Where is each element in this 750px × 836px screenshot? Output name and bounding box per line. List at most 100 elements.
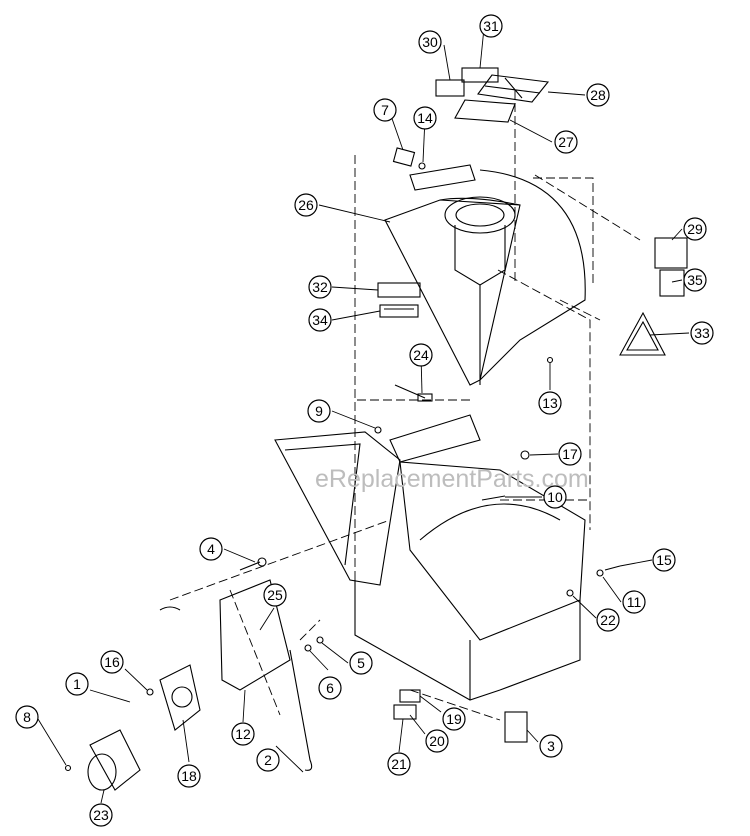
decal-29	[654, 237, 688, 269]
decal-33-warning	[619, 311, 666, 356]
decal-27	[454, 99, 516, 123]
watermark-text: eReplacementParts.com	[315, 465, 589, 493]
part-6-nut	[304, 644, 312, 652]
callout-17-label: 17	[562, 446, 578, 462]
part-24-fitting	[417, 393, 433, 402]
callout-32-label: 32	[312, 279, 328, 295]
callout-28: 28	[586, 83, 610, 107]
callout-27-label: 27	[558, 134, 574, 150]
callout-24: 24	[409, 343, 433, 367]
chute-flange	[444, 196, 516, 234]
part-16-collar	[146, 688, 154, 696]
decal-28-grid	[484, 77, 541, 99]
part-11-washer	[596, 569, 604, 577]
callout-30-label: 30	[422, 34, 438, 50]
callout-18: 18	[177, 764, 201, 788]
base-plate-side	[469, 600, 581, 700]
discharge-chute-housing	[384, 147, 586, 386]
decal-34	[379, 304, 419, 318]
callout-12-label: 12	[235, 726, 251, 742]
callout-35: 35	[683, 268, 707, 292]
housing-curve	[419, 503, 561, 541]
callout-18-label: 18	[181, 768, 197, 784]
chute-top-bracket	[409, 164, 476, 191]
callout-26-label: 26	[298, 197, 314, 213]
callout-25: 25	[263, 583, 287, 607]
callout-13-label: 13	[542, 395, 558, 411]
callout-22: 22	[596, 608, 620, 632]
callout-30: 30	[418, 30, 442, 54]
part-18-bearing	[159, 664, 201, 731]
callout-8: 8	[15, 705, 39, 729]
callout-16: 16	[100, 650, 124, 674]
part-14-nut	[418, 162, 426, 170]
callout-10: 10	[543, 485, 567, 509]
part-7-plate	[392, 147, 416, 167]
decal-group-left	[377, 282, 421, 318]
callout-32: 32	[308, 275, 332, 299]
assembly-guide-lines	[169, 90, 641, 721]
callout-29-label: 29	[687, 221, 703, 237]
callout-33-label: 33	[694, 325, 710, 341]
part-8-screw	[64, 764, 72, 772]
feed-hopper-inner	[284, 443, 361, 566]
part-23-motor	[89, 729, 141, 791]
callout-34-label: 34	[312, 312, 328, 328]
callout-27: 27	[554, 130, 578, 154]
callout-12: 12	[231, 722, 255, 746]
callout-2-label: 2	[264, 752, 272, 768]
callout-4: 4	[199, 537, 223, 561]
decal-group-right	[619, 237, 688, 356]
callout-16-label: 16	[104, 654, 120, 670]
part-15-bolt	[604, 565, 621, 571]
callout-29: 29	[683, 217, 707, 241]
callout-15-label: 15	[656, 552, 672, 568]
callout-14: 14	[413, 106, 437, 130]
part-4-bolt	[239, 561, 261, 571]
part-9-bolt	[374, 426, 382, 434]
part-10-bolt	[481, 495, 506, 501]
chute-opening	[455, 203, 505, 227]
callout-31-label: 31	[483, 18, 499, 34]
callout-9: 9	[307, 399, 331, 423]
callout-23-label: 23	[93, 807, 109, 823]
callout-3: 3	[539, 734, 563, 758]
base-plate-front	[354, 580, 501, 701]
chute-neck	[454, 225, 506, 286]
decal-20	[393, 704, 417, 720]
callout-25-label: 25	[267, 587, 283, 603]
callout-19: 19	[442, 707, 466, 731]
drive-assembly	[64, 557, 324, 791]
callout-5: 5	[349, 651, 373, 675]
callout-14-label: 14	[417, 110, 433, 126]
part-22-nut	[566, 589, 574, 597]
callout-21-label: 21	[391, 756, 407, 772]
callout-19-label: 19	[446, 711, 462, 727]
decal-32	[377, 282, 421, 298]
decal-30	[435, 79, 465, 97]
callout-35-label: 35	[687, 272, 703, 288]
callout-21: 21	[387, 752, 411, 776]
callout-11: 11	[622, 590, 646, 614]
part-13-bolt	[546, 356, 554, 364]
callout-33: 33	[690, 321, 714, 345]
part-2-spring	[289, 649, 313, 771]
callout-2: 2	[256, 748, 280, 772]
part-25-bracket	[219, 579, 291, 691]
callout-1-label: 1	[73, 676, 81, 692]
callout-24-label: 24	[413, 347, 429, 363]
callout-3-label: 3	[547, 738, 555, 754]
callout-23: 23	[89, 803, 113, 827]
part-18-bore	[171, 686, 193, 708]
chute-side-panel	[384, 199, 521, 386]
small-hardware	[374, 356, 621, 597]
callout-4-label: 4	[207, 541, 215, 557]
decal-group-bottom	[393, 689, 528, 743]
callout-26: 26	[294, 193, 318, 217]
callout-6: 6	[318, 676, 342, 700]
upper-mount-block	[389, 414, 481, 463]
callout-7-label: 7	[381, 102, 389, 118]
part-24-rod	[394, 384, 426, 399]
callout-13: 13	[538, 391, 562, 415]
